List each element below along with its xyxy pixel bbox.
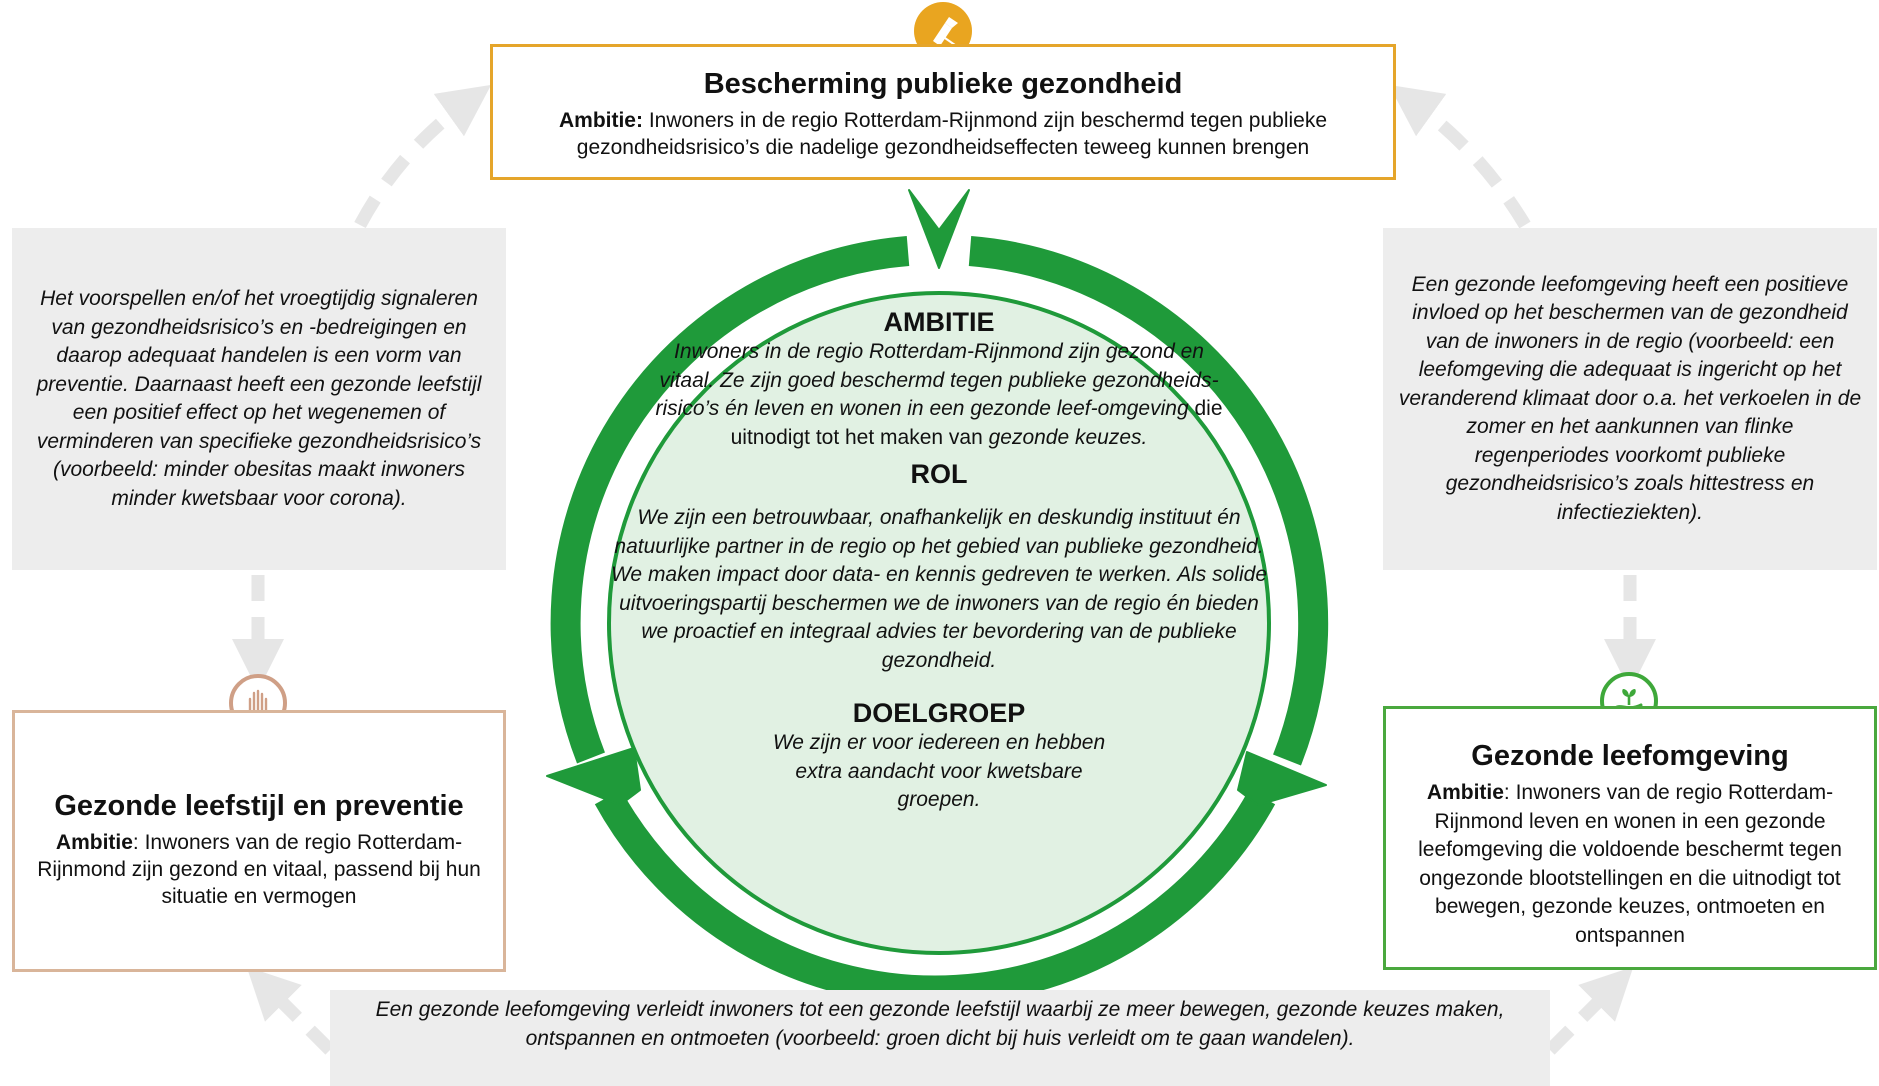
dashed-arrow-bottom-to-left [246, 966, 335, 1055]
ring-arrowhead-right [1237, 751, 1327, 806]
box-ambition: Ambitie: Inwoners in de regio Rotterdam-… [507, 107, 1379, 161]
doelgroep-heading: DOELGROEP [852, 698, 1026, 728]
ring-arrowhead-left [546, 747, 641, 806]
note-bottom: Een gezonde leefomgeving verleidt inwone… [330, 990, 1550, 1086]
box-ambition: Ambitie: Inwoners van de regio Rotterdam… [29, 829, 489, 910]
center-circle [607, 291, 1271, 955]
box-bescherming-publieke-gezondheid: Bescherming publieke gezondheid Ambitie:… [490, 44, 1396, 180]
ambitie-heading: AMBITIE [883, 307, 995, 337]
note-left-text: Het voorspellen en/of het vroegtijdig si… [36, 287, 482, 510]
ambitie-text-part3: gezonde keuzes. [988, 425, 1148, 449]
note-right-text: Een gezonde leefomgeving heeft een posit… [1398, 272, 1862, 524]
box-gezonde-leefstijl: Gezonde leefstijl en preventie Ambitie: … [12, 710, 506, 972]
ambitie-text-part2: die uitnodigt tot het maken van [730, 397, 1223, 449]
box-title: Gezonde leefstijl en preventie [54, 790, 464, 822]
ambition-text: : Inwoners van de regio Rotterdam-Rijnmo… [37, 831, 481, 908]
ambition-label: Ambitie: [558, 109, 643, 132]
note-bottom-text: Een gezonde leefomgeving verleidt inwone… [375, 998, 1505, 1050]
ring-arc-right [968, 236, 1329, 766]
ambition-label: Ambitie [55, 831, 133, 854]
rol-text: We zijn een betrouwbaar, onafhankelijk e… [610, 506, 1267, 672]
ambition-label: Ambitie [1426, 781, 1504, 804]
ring-arc-left [550, 236, 910, 764]
dashed-arrow-left-to-top [354, 84, 492, 229]
box-title: Bescherming publieke gezondheid [703, 68, 1183, 100]
ambitie-text-part1: Inwoners in de regio Rotterdam-Rijnmond … [655, 340, 1219, 420]
ring-arrowhead-top [908, 189, 970, 269]
note-left: Het voorspellen en/of het vroegtijdig si… [12, 228, 506, 570]
note-right: Een gezonde leefomgeving heeft een posit… [1383, 228, 1877, 570]
box-title: Gezonde leefomgeving [1471, 740, 1789, 772]
dashed-arrow-right-to-top [1388, 84, 1531, 229]
ambitie-text: Inwoners in de regio Rotterdam-Rijnmond … [606, 338, 1272, 452]
box-ambition: Ambitie: Inwoners van de regio Rotterdam… [1400, 779, 1860, 950]
ambition-text: : Inwoners van de regio Rotterdam-Rijnmo… [1418, 781, 1842, 947]
box-gezonde-leefomgeving: Gezonde leefomgeving Ambitie: Inwoners v… [1383, 706, 1877, 970]
rol-heading: ROL [910, 459, 968, 489]
doelgroep-text: We zijn er voor iedereen en hebben extra… [772, 731, 1106, 811]
ambition-text: Inwoners in de regio Rotterdam-Rijnmond … [576, 109, 1328, 159]
dashed-arrow-bottom-to-right [1545, 966, 1634, 1055]
center-content: AMBITIE Inwoners in de regio Rotterdam-R… [606, 306, 1272, 815]
